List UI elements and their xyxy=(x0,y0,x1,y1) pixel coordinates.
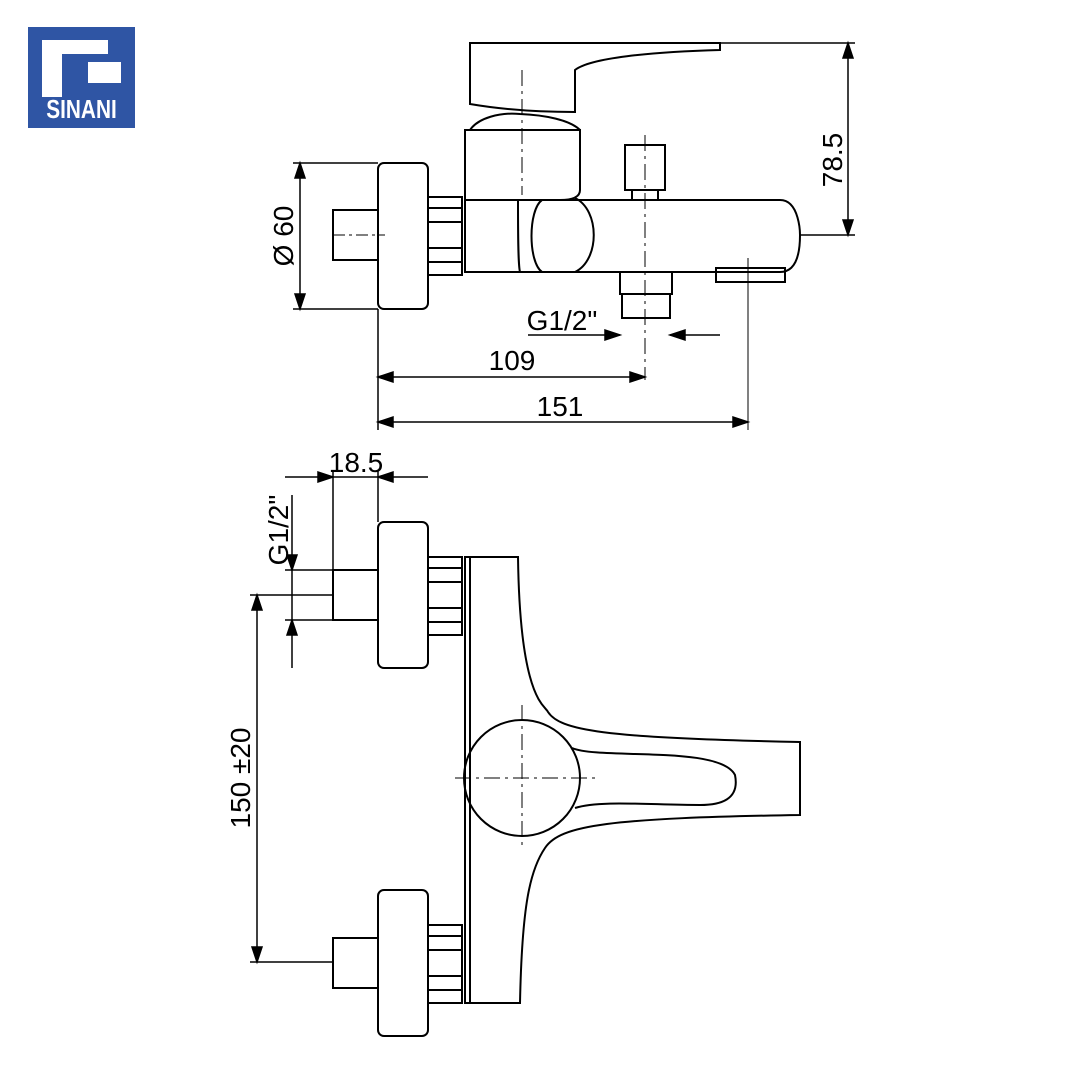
dim-total-length-label: 151 xyxy=(537,391,584,422)
hex-nut xyxy=(427,196,463,276)
dim-inlet-spacing xyxy=(250,592,333,965)
dim-height xyxy=(720,40,855,238)
dim-thread-inlet-label: G1/2" xyxy=(263,495,294,566)
dim-offset xyxy=(285,470,428,570)
front-body xyxy=(464,556,801,1004)
lower-flange xyxy=(377,889,429,1037)
front-view xyxy=(332,521,801,1037)
dim-diameter-label: Ø 60 xyxy=(268,206,299,267)
lower-inlet xyxy=(332,937,379,989)
dim-total-length xyxy=(375,415,751,429)
dim-diameter xyxy=(293,160,378,312)
wall-flange xyxy=(377,162,429,310)
mixer-body xyxy=(464,199,802,273)
shower-thread xyxy=(621,293,671,319)
cartridge-housing xyxy=(464,129,581,201)
dim-thread-spout xyxy=(528,328,720,342)
upper-inlet xyxy=(332,569,379,621)
dim-inlet-spacing-label: 150 ±20 xyxy=(225,727,256,828)
logo-mark xyxy=(42,40,121,97)
dim-thread-spout-label: G1/2" xyxy=(527,305,598,336)
lever-arm xyxy=(571,747,737,809)
dim-offset-label: 18.5 xyxy=(329,447,384,478)
dim-outlet-length xyxy=(375,309,648,430)
dim-thread-inlet xyxy=(285,495,333,668)
upper-flange xyxy=(377,521,429,669)
shower-outlet xyxy=(619,271,673,295)
brand-name: SINANI xyxy=(46,94,117,124)
side-view xyxy=(332,42,802,430)
spout-aerator xyxy=(715,267,786,283)
dim-outlet-length-label: 109 xyxy=(489,345,536,376)
lower-nut xyxy=(427,924,463,1004)
lever-handle xyxy=(469,42,721,114)
brand-logo: SINANI xyxy=(28,27,135,128)
upper-nut xyxy=(427,556,463,636)
dim-height-label: 78.5 xyxy=(817,133,848,188)
